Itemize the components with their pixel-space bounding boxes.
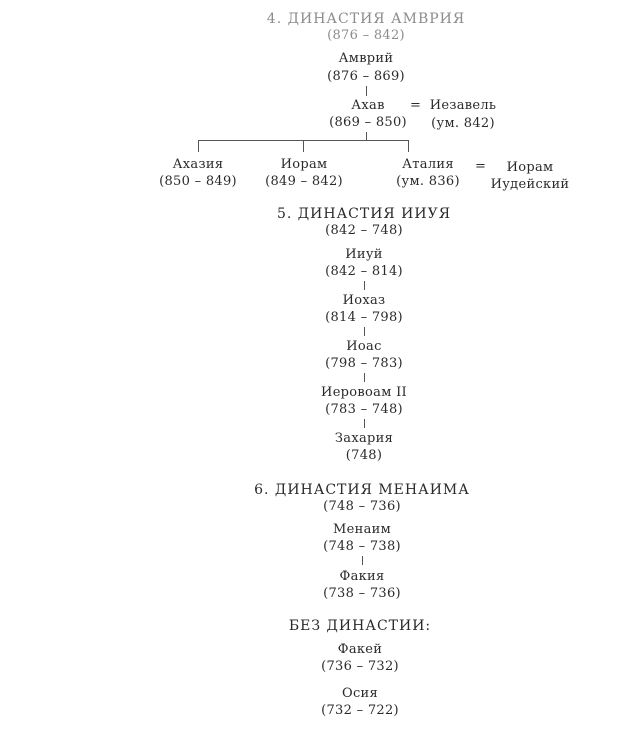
dynasty-4-title: 4. ДИНАСТИЯ АМВРИЯ <box>266 11 466 27</box>
dynasty-5-title: 5. ДИНАСТИЯ ИИУЯ <box>276 206 452 222</box>
ahab-name: Ахав <box>351 98 385 113</box>
dynasty-5-years: (842 – 748) <box>325 223 403 238</box>
connector-menahem-pekahiah <box>362 556 363 565</box>
connector-ahab-children <box>366 132 367 140</box>
dynasty-4-years: (876 – 842) <box>327 28 405 43</box>
joash-name: Иоас <box>346 339 382 354</box>
marriage-sign-athaliah: = <box>475 159 486 174</box>
jeroboam-ii-years: (783 – 748) <box>325 402 403 417</box>
jehoram-name: Иорам <box>280 157 328 172</box>
menahem-years: (748 – 738) <box>323 539 401 554</box>
zechariah-years: (748) <box>345 448 383 463</box>
jehoahaz-name: Иохаз <box>342 293 386 308</box>
connector-jehu-jehoahaz <box>364 281 365 290</box>
joram-of-judah-name: Иорам <box>506 160 554 175</box>
omri-years: (876 – 869) <box>327 69 405 84</box>
zechariah-name: Захария <box>334 431 394 446</box>
connector-joash-jeroboam <box>364 373 365 382</box>
jehoram-years: (849 – 842) <box>265 174 343 189</box>
dynasty-6-title: 6. ДИНАСТИЯ МЕНАИМА <box>254 482 470 498</box>
no-dynasty-title: БЕЗ ДИНАСТИИ: <box>288 618 432 634</box>
hoshea-name: Осия <box>341 686 379 701</box>
hoshea-years: (732 – 722) <box>321 703 399 718</box>
pekahiah-name: Факия <box>339 569 385 584</box>
ahaziah-name: Ахазия <box>172 157 224 172</box>
connector-child-1 <box>198 140 199 152</box>
jezebel-name: Иезавель <box>429 98 497 113</box>
joash-years: (798 – 783) <box>325 356 403 371</box>
ahab-years: (869 – 850) <box>329 115 407 130</box>
pekah-name: Факей <box>337 642 383 657</box>
connector-jehoahaz-joash <box>364 327 365 336</box>
omri-name: Амврий <box>338 51 394 66</box>
menahem-name: Менаим <box>333 522 391 537</box>
connector-child-3 <box>408 140 409 152</box>
jezebel-years: (ум. 842) <box>431 116 495 131</box>
athaliah-years: (ум. 836) <box>396 174 460 189</box>
jehu-years: (842 – 814) <box>325 264 403 279</box>
jehoahaz-years: (814 – 798) <box>325 310 403 325</box>
pekah-years: (736 – 732) <box>321 659 399 674</box>
joram-of-judah-subtitle: Иудейский <box>490 177 570 192</box>
connector-omri-ahab <box>366 86 367 96</box>
jeroboam-ii-name: Иеровоам II <box>321 385 407 400</box>
athaliah-name: Аталия <box>402 157 454 172</box>
ahaziah-years: (850 – 849) <box>159 174 237 189</box>
connector-jeroboam-zechariah <box>364 419 365 428</box>
marriage-sign-ahab: = <box>410 98 421 113</box>
connector-child-2 <box>303 140 304 152</box>
pekahiah-years: (738 – 736) <box>323 586 401 601</box>
dynasty-6-years: (748 – 736) <box>323 499 401 514</box>
jehu-name: Ииуй <box>345 247 383 262</box>
